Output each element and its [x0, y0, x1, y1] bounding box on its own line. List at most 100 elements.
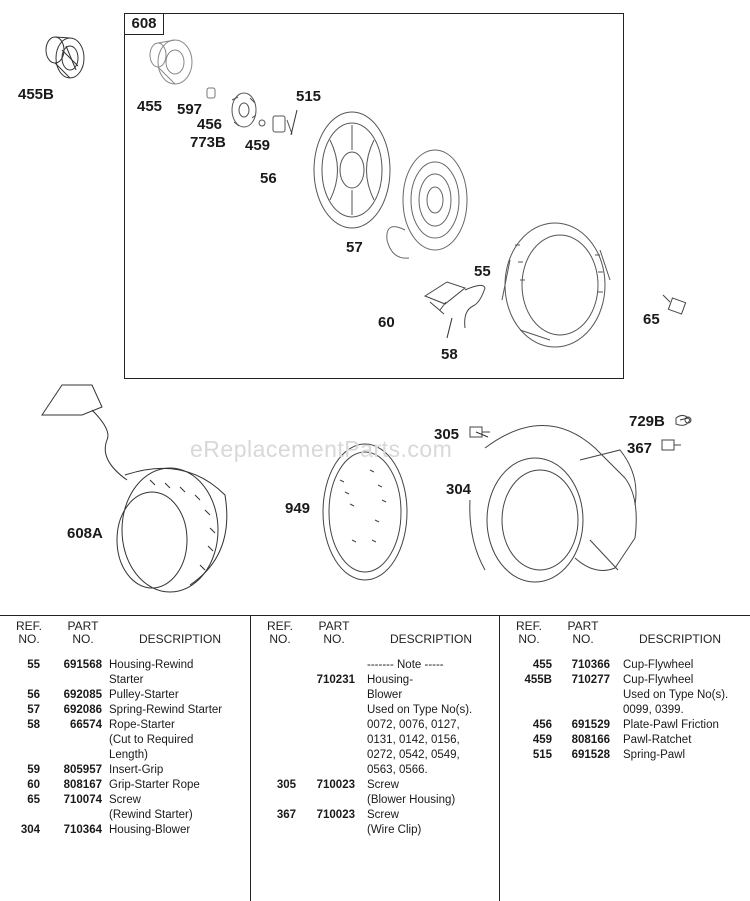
- part-number: 691528: [571, 749, 610, 761]
- description: Plate-Pawl Friction: [623, 719, 719, 731]
- callout-65: 65: [643, 311, 660, 328]
- ref-number: 56: [27, 689, 40, 701]
- ref-number: 60: [27, 779, 40, 791]
- part-number: 710277: [571, 674, 610, 686]
- starter-pulley-drawing: [313, 111, 391, 229]
- ref-number: 455: [532, 659, 552, 671]
- description: Pawl-Ratchet: [623, 734, 692, 746]
- header-description: DESCRIPTION: [389, 632, 472, 646]
- ref-number: 65: [27, 794, 40, 806]
- part-597-drawing: [206, 87, 216, 99]
- description: ------- Note -----: [367, 659, 444, 671]
- description: (Wire Clip): [367, 824, 422, 836]
- ref-number: 459: [532, 734, 552, 746]
- ref-number: 455B: [524, 674, 553, 686]
- table-row: 456 691529 Plate-Pawl Friction: [500, 718, 750, 733]
- part-number: 691568: [63, 659, 102, 671]
- callout-729b: 729B: [629, 413, 665, 430]
- ref-number: 456: [532, 719, 552, 731]
- screw-305-drawing: [469, 426, 490, 438]
- description: Screw: [367, 809, 399, 821]
- flywheel-cup-455-drawing: [149, 39, 193, 85]
- description: Cup-Flywheel: [623, 674, 694, 686]
- ref-number: 305: [276, 779, 296, 791]
- table-row: ------- Note -----: [251, 658, 499, 673]
- table-row: (Cut to Required: [0, 733, 250, 748]
- callout-773b: 773B: [190, 134, 226, 151]
- table-row: Length): [0, 748, 250, 763]
- part-number: 691529: [571, 719, 610, 731]
- callout-57: 57: [346, 239, 363, 256]
- table-row: (Rewind Starter): [0, 808, 250, 823]
- table-row: 455 710366 Cup-Flywheel: [500, 658, 750, 673]
- table-row: 455B 710277 Cup-Flywheel: [500, 673, 750, 688]
- callout-305: 305: [434, 426, 460, 443]
- callout-304: 304: [446, 481, 472, 498]
- callout-58: 58: [441, 346, 458, 363]
- description: 0099, 0399.: [623, 704, 684, 716]
- description: Housing-: [367, 674, 414, 686]
- pawl-drawing: [258, 115, 293, 135]
- callout-459: 459: [245, 137, 271, 154]
- header-description: DESCRIPTION: [638, 632, 721, 646]
- exploded-view-illustration: [41, 36, 692, 593]
- table-row: Used on Type No(s).: [500, 688, 750, 703]
- description: Starter: [109, 674, 144, 686]
- part-number: 692086: [63, 704, 102, 716]
- description: Used on Type No(s).: [367, 704, 473, 716]
- ref-number: 304: [20, 824, 40, 836]
- ref-number: 367: [276, 809, 296, 821]
- description: Insert-Grip: [109, 764, 164, 776]
- starter-kit-frame: [124, 13, 624, 379]
- rewind-spring-drawing: [386, 149, 468, 259]
- callout-56: 56: [260, 170, 277, 187]
- description: Screw: [109, 794, 141, 806]
- callout-456: 456: [197, 116, 223, 133]
- header-ref: REF.NO.: [266, 619, 293, 646]
- description: 0131, 0142, 0156,: [367, 734, 460, 746]
- part-number: 710366: [571, 659, 610, 671]
- part-number: 710364: [63, 824, 102, 836]
- blower-housing-drawing: [469, 425, 637, 583]
- part-number: 692085: [63, 689, 102, 701]
- header-description: DESCRIPTION: [138, 632, 221, 646]
- description: Screw: [367, 779, 399, 791]
- leader-lines: [290, 109, 689, 438]
- description: (Blower Housing): [367, 794, 456, 806]
- description: Length): [109, 749, 149, 761]
- description: Grip-Starter Rope: [109, 779, 200, 791]
- ref-number: 55: [27, 659, 40, 671]
- part-number: 808167: [63, 779, 102, 791]
- table-row: 0272, 0542, 0549,: [251, 748, 499, 763]
- table-row: 0099, 0399.: [500, 703, 750, 718]
- flywheel-cup-455b-drawing: [45, 36, 85, 79]
- ref-number: 515: [532, 749, 552, 761]
- table-row: Starter: [0, 673, 250, 688]
- callout-455b: 455B: [18, 86, 54, 103]
- description: 0272, 0542, 0549,: [367, 749, 460, 761]
- callout-608a: 608A: [67, 525, 103, 542]
- rewind-starter-assembly-drawing: [41, 384, 228, 593]
- callout-597: 597: [177, 101, 203, 118]
- part-number: 808166: [571, 734, 610, 746]
- wire-clip-729b-drawing: [675, 414, 692, 426]
- description: Cup-Flywheel: [623, 659, 694, 671]
- starter-grip-drawing: [423, 281, 486, 329]
- kit-label: 608: [124, 13, 164, 35]
- callout-515: 515: [296, 88, 322, 105]
- description: Used on Type No(s).: [623, 689, 729, 701]
- rotating-screen-drawing: [322, 443, 408, 581]
- header-ref: REF.NO.: [515, 619, 542, 646]
- part-number: 710074: [63, 794, 102, 806]
- table-row: 0072, 0076, 0127,: [251, 718, 499, 733]
- ref-number: 57: [27, 704, 40, 716]
